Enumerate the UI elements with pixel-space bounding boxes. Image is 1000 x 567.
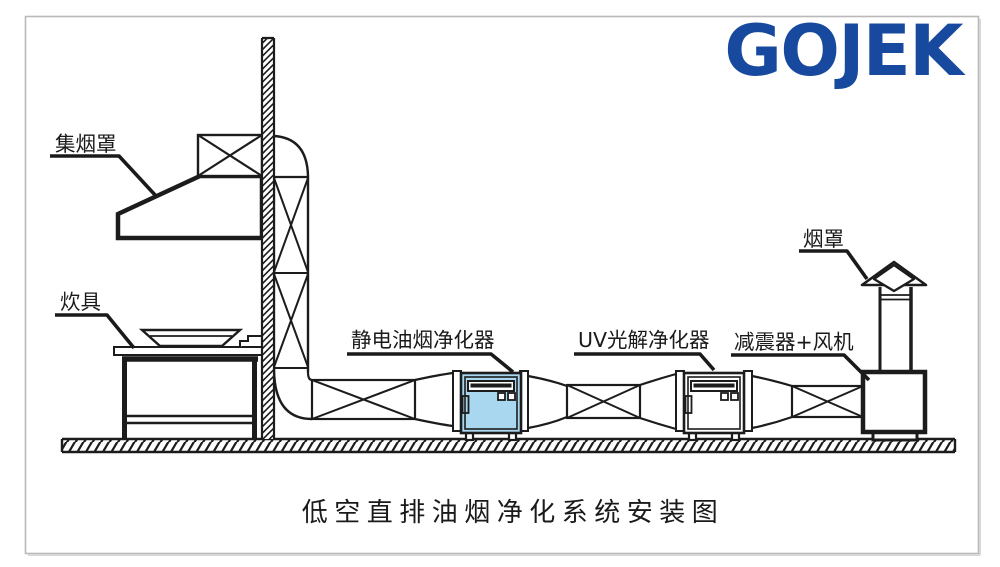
duct-cone-1: [414, 371, 454, 428]
duct-cone-4: [751, 374, 793, 430]
duct-section-1: [310, 378, 417, 421]
diagram-title: 低空直排油烟净化系统安装图: [302, 498, 725, 528]
leader-cooker: [55, 313, 136, 350]
chimney: [860, 260, 928, 372]
wall-step: [239, 335, 262, 347]
hood-duct-section: [196, 133, 264, 178]
label-esp-purifier: 静电油烟净化器: [351, 328, 495, 352]
wall: [260, 36, 276, 439]
label-uv-purifier: UV光解净化器: [578, 328, 710, 352]
gojek-logo: GOJEK: [724, 10, 966, 92]
esp-handle: [461, 395, 470, 414]
leader-collect-hood: [50, 154, 158, 198]
uv-purifier-unit: [675, 370, 753, 442]
leader-rain-cap: [799, 249, 869, 281]
page-frame: [24, 15, 981, 556]
uv-indicator-1: [720, 392, 729, 401]
uv-handle: [684, 395, 693, 414]
leader-uv: [574, 352, 716, 372]
duct-cone-2: [527, 374, 568, 430]
duct-section-2: [565, 383, 642, 420]
esp-purifier-unit: [452, 370, 529, 442]
leader-fan: [731, 353, 871, 382]
collect-hood: [115, 133, 265, 241]
uv-indicator-2: [730, 392, 739, 401]
rain-cap-diamond: [872, 263, 916, 293]
cooker: [113, 328, 263, 438]
duct-cone-3: [639, 372, 677, 431]
callout-leaders: [50, 154, 871, 382]
horizontal-duct: [310, 371, 865, 431]
label-collect-hood: 集烟罩: [55, 132, 117, 156]
wok: [138, 328, 244, 348]
label-rain-cap: 烟罩: [803, 227, 844, 251]
fan-unit: [860, 369, 928, 442]
esp-indicator-2: [507, 392, 516, 401]
fan-body: [860, 369, 928, 435]
label-cooker: 炊具: [60, 290, 101, 314]
duct-section-3: [790, 384, 865, 419]
leader-esp: [347, 352, 515, 374]
esp-indicator-1: [497, 392, 506, 401]
label-fan: 减震器+风机: [734, 330, 854, 354]
